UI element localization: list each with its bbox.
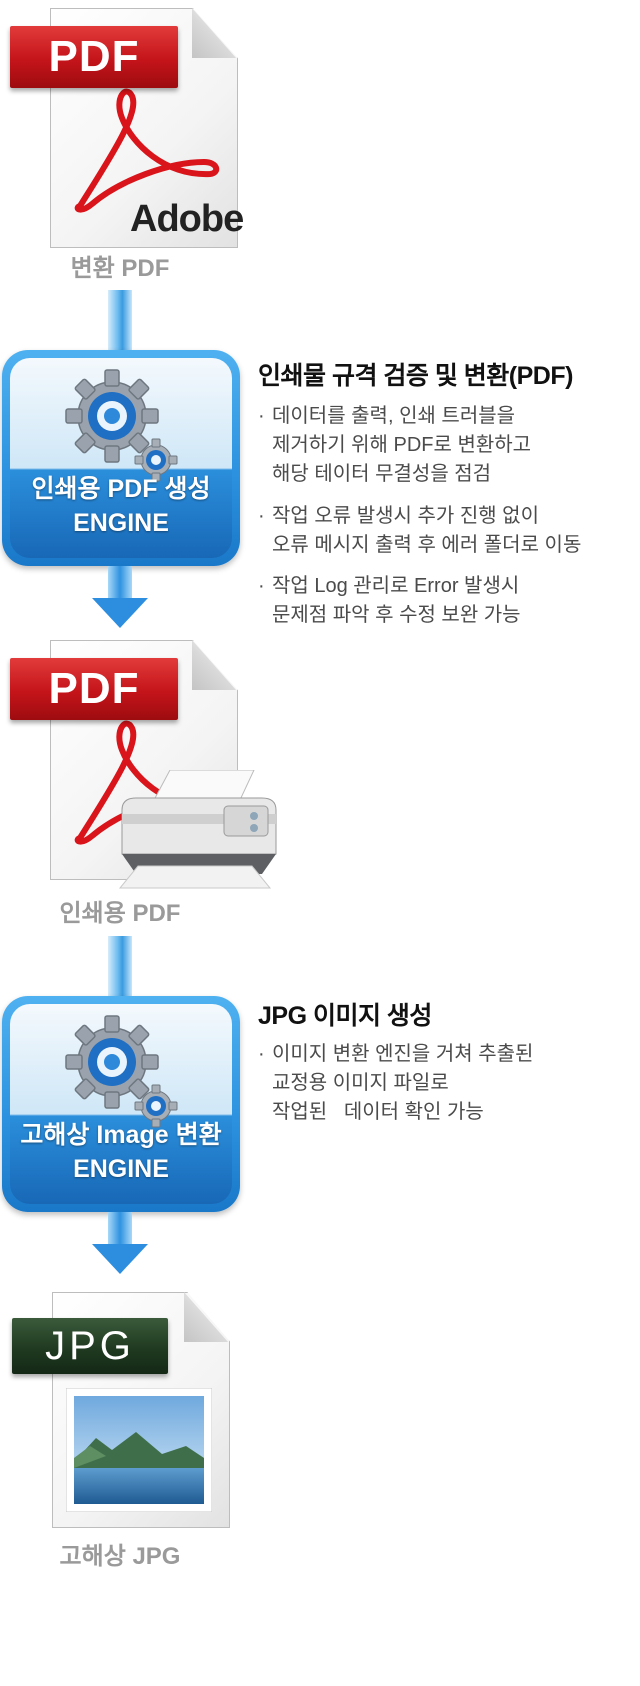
section2-title: JPG 이미지 생성 <box>258 1002 432 1030</box>
section1-item-1: · 데이터를 출력, 인쇄 트러블을 제거하기 위해 PDF로 변환하고 해당 … <box>258 402 531 489</box>
engine-label-line1: 고해상 Image 변환 <box>20 1121 222 1149</box>
pdf-tag: PDF <box>10 26 178 88</box>
adobe-wordmark: Adobe <box>130 198 244 240</box>
source-pdf-document: Adobe PDF <box>0 8 244 248</box>
adobe-acrobat-icon <box>74 88 220 213</box>
bullet-mark: · <box>258 1043 265 1065</box>
section1-item-1-line-1: 데이터를 출력, 인쇄 트러블을 <box>272 405 516 427</box>
landscape-photo-icon <box>66 1388 212 1512</box>
section1-item-2-line-1: 작업 오류 발생시 추가 진행 없이 <box>272 505 539 527</box>
printer-icon <box>118 770 277 889</box>
bullet-mark: · <box>258 505 265 527</box>
gear-icon <box>65 369 178 482</box>
connector-pipe <box>108 290 132 352</box>
section2-item-1-line-2: 교정용 이미지 파일로 <box>272 1072 449 1094</box>
image-engine-box: 고해상 Image 변환 ENGINE <box>2 996 240 1212</box>
section1-item-2-line-2: 오류 메시지 출력 후 에러 폴더로 이동 <box>272 534 582 556</box>
caption-source-pdf: 변환 PDF <box>70 255 170 282</box>
engine-label: 고해상 Image 변환 ENGINE <box>2 1118 240 1186</box>
section1-item-1-line-3: 해당 테이터 무결성을 점검 <box>272 463 492 485</box>
section1-item-2: · 작업 오류 발생시 추가 진행 없이 오류 메시지 출력 후 에러 폴더로 … <box>258 502 581 560</box>
jpg-document: JPG <box>0 1292 240 1532</box>
section2-item-1-line-1: 이미지 변환 엔진을 거쳐 추출된 <box>272 1043 534 1065</box>
pdf-engine-box: 인쇄용 PDF 생성 ENGINE <box>2 350 240 566</box>
section1-item-3: · 작업 Log 관리로 Error 발생시 문제점 파악 후 수정 보완 가능 <box>258 572 521 630</box>
arrow-down-icon <box>108 566 132 600</box>
section2-item-1: · 이미지 변환 엔진을 거쳐 추출된 교정용 이미지 파일로 작업된 데이터 … <box>258 1040 533 1127</box>
connector-pipe <box>108 936 132 998</box>
section2-item-1-line-3: 작업된 데이터 확인 가능 <box>272 1101 484 1123</box>
caption-output-jpg: 고해상 JPG <box>59 1543 181 1570</box>
gear-icon <box>65 1015 178 1128</box>
engine-label: 인쇄용 PDF 생성 ENGINE <box>2 472 240 540</box>
bullet-mark: · <box>258 575 265 597</box>
section1-item-3-line-1: 작업 Log 관리로 Error 발생시 <box>272 575 520 597</box>
section1-item-1-line-2: 제거하기 위해 PDF로 변환하고 <box>272 434 532 456</box>
arrow-head <box>92 598 148 628</box>
engine-label-line1: 인쇄용 PDF 생성 <box>31 475 211 503</box>
engine-label-line2: ENGINE <box>73 509 169 537</box>
arrow-head <box>92 1244 148 1274</box>
arrow-down-icon <box>108 1212 132 1246</box>
engine-label-line2: ENGINE <box>73 1155 169 1183</box>
caption-print-pdf: 인쇄용 PDF <box>59 900 181 927</box>
bullet-mark: · <box>258 405 265 427</box>
pdf-tag: PDF <box>10 658 178 720</box>
print-pdf-document: PDF <box>0 640 290 890</box>
jpg-tag: JPG <box>12 1318 168 1374</box>
section1-title: 인쇄물 규격 검증 및 변환(PDF) <box>258 362 573 390</box>
section1-item-3-line-2: 문제점 파악 후 수정 보완 가능 <box>272 604 521 626</box>
